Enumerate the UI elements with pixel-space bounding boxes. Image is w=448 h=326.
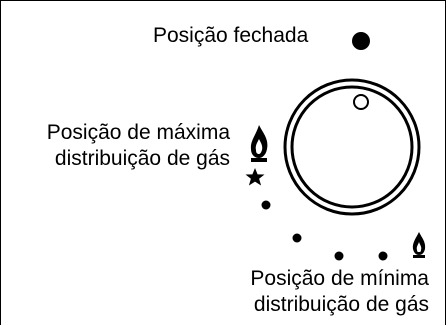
min-position-label-line1: Posição de mínima: [250, 267, 429, 290]
small-flame-icon: [412, 232, 426, 258]
min-position-label: Posição de mínima distribuição de gás: [217, 266, 429, 318]
star-icon: [245, 168, 265, 186]
knob: [283, 78, 421, 216]
max-position-label: Posição de máxima distribuição de gás: [8, 120, 230, 172]
scale-dot-icon: [334, 251, 344, 261]
scale-dot-icon: [378, 251, 388, 261]
closed-position-dot-icon: [352, 32, 370, 50]
min-position-label-line2: distribuição de gás: [253, 293, 429, 316]
knob-inner-ring: [290, 85, 414, 209]
max-position-label-line1: Posição de máxima: [46, 121, 230, 144]
closed-position-label: Posição fechada: [153, 24, 309, 47]
scale-dot-icon: [292, 233, 302, 243]
scale-dots: [261, 200, 388, 261]
max-position-label-line2: distribuição de gás: [54, 147, 230, 170]
knob-indicator-icon: [353, 94, 369, 110]
large-flame-icon: [250, 125, 268, 162]
scale-dot-icon: [261, 200, 271, 210]
